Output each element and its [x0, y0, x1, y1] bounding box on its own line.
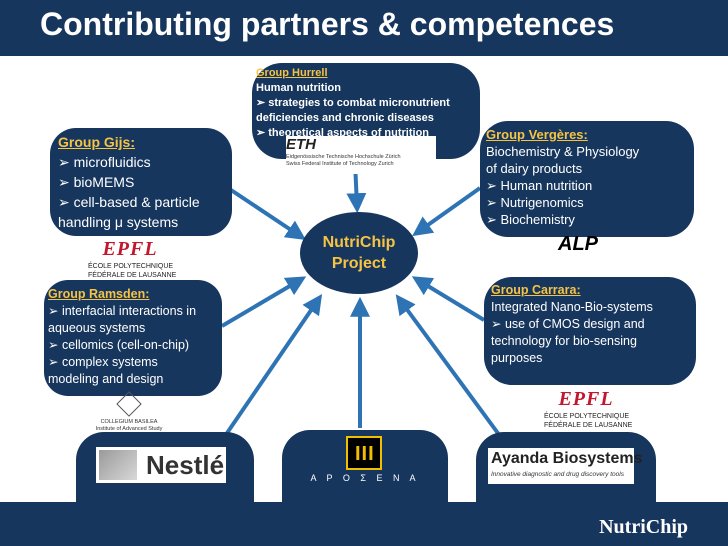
middle-partner-mark: III [355, 443, 375, 465]
nutrichip-project-hub: NutriChip Project [300, 212, 418, 294]
ayanda-logo-name: Ayanda Biosystems [491, 450, 643, 467]
group-hurrell-heading: Group Hurrell [256, 67, 328, 79]
group-ramsden-line: ➢ interfacial interactions in [48, 304, 197, 318]
middle-partner-name: Α Ρ Ο Σ Ε Ν Α [310, 473, 420, 483]
group-ramsden-line: ➢ complex systems [48, 355, 158, 369]
group-carrara-line: Integrated Nano-Bio-systems [491, 300, 653, 314]
group-carrara-line: technology for bio-sensing [491, 334, 637, 348]
group-vergeres-line: Biochemistry & Physiology [486, 144, 640, 159]
group-vergeres-line: ➢ Biochemistry [486, 212, 575, 227]
group-gijs-line: ➢ cell-based & particle [58, 194, 200, 210]
group-ramsden-line: aqueous systems [48, 321, 146, 335]
group-ramsden-heading: Group Ramsden: [48, 287, 150, 301]
group-ramsden-line: ➢ cellomics (cell-on-chip) [48, 338, 190, 352]
nestle-nest-icon [99, 450, 137, 480]
group-hurrell-line: ➢ strategies to combat micronutrient [256, 97, 450, 109]
group-gijs-line: ➢ bioMEMS [58, 174, 135, 190]
arrow-carrara [411, 276, 486, 322]
epfl-logo-mark: EPFL [558, 388, 614, 410]
group-vergeres-heading: Group Vergères: [486, 127, 588, 142]
group-vergeres-line: ➢ Nutrigenomics [486, 195, 584, 210]
eth-logo: ETH Eidgenössische Technische Hochschule… [286, 136, 436, 174]
hub-title: NutriChip [322, 234, 396, 251]
footer-label: NutriChip [599, 516, 688, 538]
nestle-logo: Nestlé [96, 447, 226, 483]
middle-partner-logo: III [346, 436, 382, 470]
group-carrara-line: purposes [491, 351, 543, 365]
title-bar: Contributing partners & competences [0, 0, 728, 56]
eth-logo-subtitle: Eidgenössische Technische Hochschule Zür… [286, 154, 401, 167]
footer-bar: NutriChip [0, 502, 728, 546]
group-carrara-heading: Group Carrara: [491, 283, 581, 297]
arrow-gijs [226, 186, 306, 240]
alp-logo: ALP [558, 233, 598, 255]
group-carrara-line: ➢ use of CMOS design and [491, 317, 645, 331]
group-hurrell-line: deficiencies and chronic diseases [256, 112, 434, 124]
group-gijs-box: Group Gijs: ➢ microfluidics ➢ bioMEMS ➢ … [50, 128, 232, 236]
group-ramsden-line: modeling and design [48, 372, 164, 386]
arrow-ramsden [220, 276, 307, 328]
slide-title: Contributing partners & competences [40, 6, 615, 42]
group-ramsden-box: Group Ramsden: ➢ interfacial interaction… [44, 280, 222, 396]
group-vergeres-line: ➢ Human nutrition [486, 178, 593, 193]
arrow-nestle [223, 294, 323, 438]
arrow-ayanda [395, 294, 502, 438]
hub-subtitle: Project [331, 255, 387, 272]
nestle-logo-text: Nestlé [146, 450, 225, 480]
group-gijs-heading: Group Gijs: [58, 134, 135, 150]
group-hurrell-line: Human nutrition [256, 82, 341, 94]
arrow-vergeres [412, 186, 482, 237]
group-gijs-line: handling μ systems [58, 214, 179, 230]
ayanda-logo-tagline: Innovative diagnostic and drug discovery… [491, 471, 624, 478]
group-carrara-box: Group Carrara: Integrated Nano-Bio-syste… [484, 277, 696, 385]
collegium-diamond-icon [116, 391, 142, 417]
group-vergeres-line: of dairy products [486, 161, 583, 176]
eth-logo-mark: ETH [286, 136, 316, 153]
epfl-logo-mark: EPFL [102, 238, 158, 260]
group-vergeres-box: Group Vergères: Biochemistry & Physiolog… [480, 121, 694, 237]
group-gijs-line: ➢ microfluidics [58, 154, 151, 170]
ayanda-biosystems-logo: Ayanda Biosystems Innovative diagnostic … [488, 448, 642, 484]
